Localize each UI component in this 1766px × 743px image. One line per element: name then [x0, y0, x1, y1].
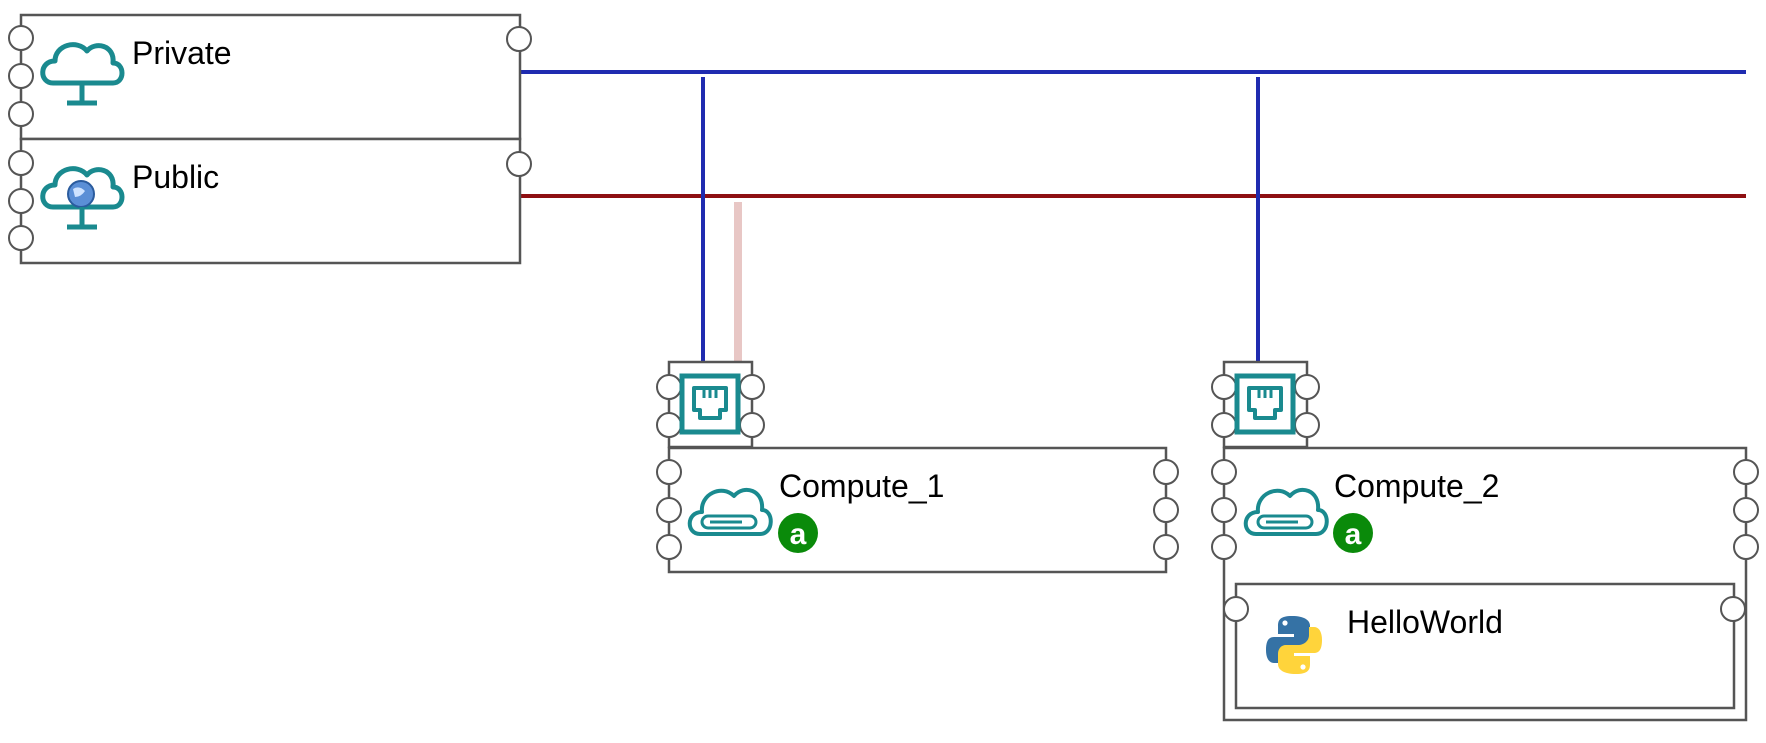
left-port[interactable] — [656, 412, 682, 438]
compute-2-label: Compute_2 — [1334, 468, 1499, 504]
right-port[interactable] — [1720, 596, 1746, 622]
agent-badge-label: a — [790, 518, 807, 551]
network-port-2[interactable] — [1211, 360, 1320, 449]
right-port[interactable] — [1153, 497, 1179, 523]
left-port[interactable] — [656, 534, 682, 560]
right-port[interactable] — [1153, 534, 1179, 560]
right-port[interactable] — [1294, 412, 1320, 438]
agent-badge-label: a — [1345, 518, 1362, 551]
left-port[interactable] — [8, 63, 34, 89]
compute-2-node[interactable]: Compute_2 a HelloWorld — [1211, 446, 1759, 722]
left-port[interactable] — [1223, 596, 1249, 622]
public-cloud-network-icon — [40, 166, 125, 230]
left-port[interactable] — [1211, 497, 1237, 523]
network-port-icon — [1234, 373, 1296, 435]
private-network-label: Private — [132, 35, 232, 71]
left-port[interactable] — [8, 188, 34, 214]
public-network-label: Public — [132, 159, 219, 195]
left-port[interactable] — [8, 225, 34, 251]
right-port[interactable] — [1733, 534, 1759, 560]
helloworld-label: HelloWorld — [1347, 604, 1503, 640]
compute-1-label: Compute_1 — [779, 468, 944, 504]
right-port[interactable] — [1153, 459, 1179, 485]
right-port[interactable] — [1733, 459, 1759, 485]
python-icon — [1266, 616, 1322, 674]
helloworld-node[interactable]: HelloWorld — [1223, 582, 1746, 710]
left-port[interactable] — [8, 150, 34, 176]
compute-1-node[interactable]: Compute_1 a — [656, 446, 1179, 574]
private-network-node[interactable]: Private — [8, 13, 532, 141]
left-port[interactable] — [1211, 459, 1237, 485]
private-cloud-network-icon — [40, 42, 125, 106]
left-port[interactable] — [1211, 374, 1237, 400]
compute-cloud-icon — [687, 487, 773, 536]
right-port[interactable] — [1294, 374, 1320, 400]
left-port[interactable] — [1211, 412, 1237, 438]
agent-badge-icon — [778, 513, 818, 553]
left-port[interactable] — [8, 101, 34, 127]
right-port[interactable] — [506, 26, 532, 52]
left-port[interactable] — [8, 25, 34, 51]
left-port[interactable] — [656, 374, 682, 400]
right-port[interactable] — [1733, 497, 1759, 523]
network-port-icon — [679, 373, 741, 435]
left-port[interactable] — [1211, 534, 1237, 560]
network-port-1[interactable] — [656, 360, 765, 449]
right-port[interactable] — [506, 151, 532, 177]
left-port[interactable] — [656, 459, 682, 485]
right-port[interactable] — [739, 412, 765, 438]
compute-cloud-icon — [1243, 487, 1329, 536]
agent-badge-icon — [1333, 513, 1373, 553]
right-port[interactable] — [739, 374, 765, 400]
public-network-node[interactable]: Public — [8, 137, 532, 265]
left-port[interactable] — [656, 497, 682, 523]
